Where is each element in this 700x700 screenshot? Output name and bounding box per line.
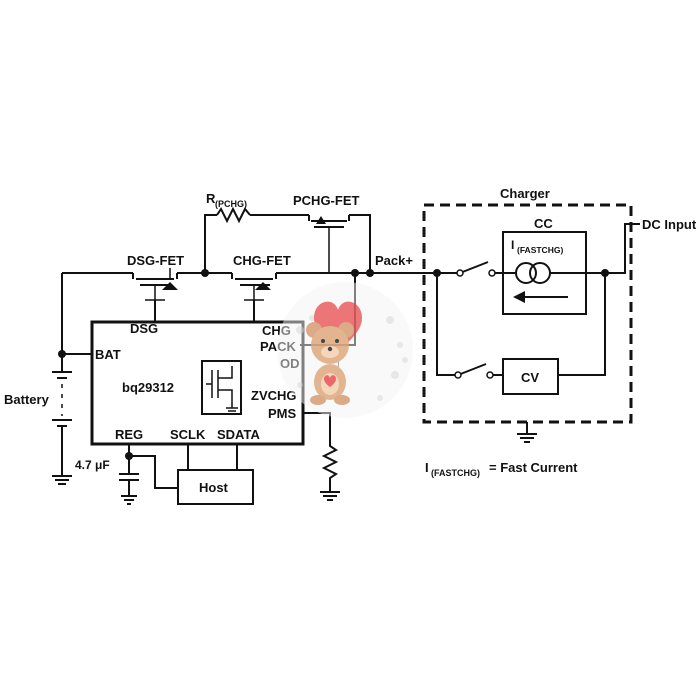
pms-resistor (321, 440, 339, 492)
junction-dot (125, 452, 133, 460)
dsg-fet-label: DSG-FET (127, 253, 184, 268)
bat-wire (61, 273, 92, 355)
charger-ground-icon (517, 422, 537, 443)
dc-input-label: DC Input (642, 217, 697, 232)
legend-rest-label: = Fast Current (489, 460, 578, 475)
sclk-pin-label: SCLK (170, 427, 206, 442)
rpchg-sub-label: (PCHG) (215, 199, 247, 209)
host-box (177, 469, 254, 505)
chip-bq29312 (90, 320, 305, 446)
pms-pin-label: PMS (268, 406, 297, 421)
teddy-bear-watermark-icon (277, 282, 413, 418)
charger-box (422, 203, 633, 424)
legend-sub-label: (FASTCHG) (431, 468, 480, 478)
od-pin-label: OD (280, 356, 300, 371)
dsg-pin-label: DSG (130, 321, 158, 336)
pack-plus-label: Pack+ (375, 253, 413, 268)
sdata-pin-label: SDATA (217, 427, 260, 442)
chg-fet-symbol (235, 278, 273, 301)
battery-symbol (52, 354, 72, 485)
chip-label: bq29312 (122, 380, 174, 395)
junction-dot (201, 269, 209, 277)
ifast-label: I (511, 238, 514, 252)
bat-pin-label: BAT (95, 347, 121, 362)
junction-dot (366, 269, 374, 277)
dsg-fet-symbol (136, 268, 178, 301)
capacitor-symbol (119, 473, 139, 505)
reg-pin-label: REG (115, 427, 143, 442)
cc-label: CC (534, 216, 553, 231)
zvchg-pin-label: ZVCHG (251, 388, 297, 403)
chg-fet-label: CHG-FET (233, 253, 291, 268)
cap-value-label: 4.7 μF (75, 458, 110, 472)
cv-label: CV (521, 370, 539, 385)
cc-switch (459, 261, 489, 274)
cv-switch (457, 363, 487, 376)
host-label: Host (199, 480, 229, 495)
charger-label: Charger (500, 186, 550, 201)
battery-label: Battery (4, 392, 50, 407)
ifast-sub-label: (FASTCHG) (517, 245, 563, 255)
pms-wire (303, 412, 331, 440)
rpchg-label: R (206, 191, 216, 206)
cc-box (502, 231, 587, 315)
legend-i-label: I (425, 460, 429, 475)
charger-left-rail (436, 273, 455, 376)
resistor-rpchg (216, 206, 251, 224)
bus-gate-pads (132, 273, 277, 279)
pack-pin-label: PACK (260, 339, 296, 354)
reg-wire (128, 444, 178, 489)
pchg-fet-symbol (308, 215, 350, 273)
chg-pin-label: CHG (262, 323, 291, 338)
precharge-wire (204, 214, 371, 273)
internal-fet-icon (201, 360, 242, 415)
cv-box (502, 358, 559, 395)
pchg-fet-label: PCHG-FET (293, 193, 360, 208)
junction-dot (601, 269, 609, 277)
pms-ground-icon (320, 491, 340, 501)
